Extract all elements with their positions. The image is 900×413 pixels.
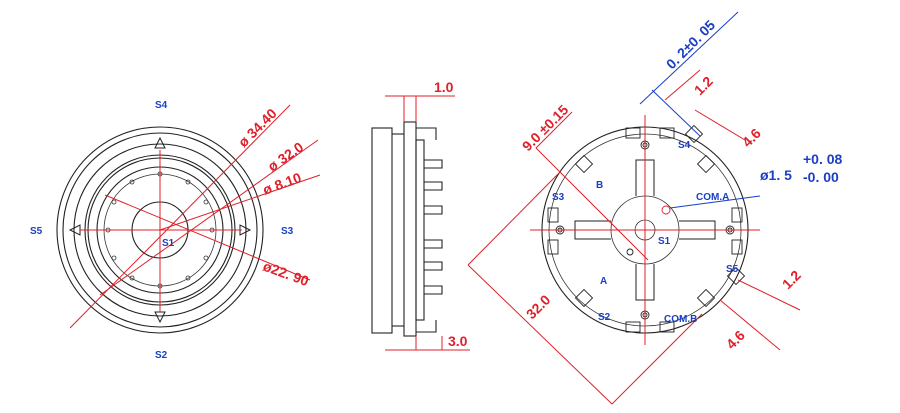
dim-diag: 9.0 ±0.15 (519, 101, 572, 154)
dim-ring-dia: ø22. 90 (261, 258, 311, 289)
label-s1: S1 (162, 238, 175, 249)
back-label-s2: S2 (598, 312, 611, 323)
dim-pad-right: 1.2 (779, 267, 804, 292)
label-s2: S2 (155, 350, 168, 361)
label-s3: S3 (281, 226, 294, 237)
dim-pad-top: 1.2 (691, 73, 716, 98)
back-label-s4: S4 (678, 140, 691, 151)
dim-center-dia: ø 8.10 (261, 169, 304, 198)
label-s4: S4 (155, 100, 168, 111)
dim-offset-line (639, 11, 739, 105)
leader-mid-dia (99, 139, 319, 296)
back-label-s1: S1 (658, 236, 671, 247)
back-label-a: A (600, 276, 607, 287)
back-label-s5: S5 (726, 264, 739, 275)
dim-overall-line (467, 264, 613, 405)
front-view: ø 34.40 ø 32.0 ø 8.10 ø22. 90 S4 S2 S5 S… (30, 100, 321, 361)
side-view-pins (416, 127, 443, 333)
leader-ring-dia (104, 194, 311, 281)
leader-center-dia (159, 174, 321, 231)
dim-offset: 0. 2±0. 05 (663, 17, 718, 72)
dim-hole-tol-minus: -0. 00 (803, 169, 839, 185)
dim-diag-line (535, 147, 649, 261)
back-view-pads (547, 124, 746, 333)
back-label-s3: S3 (552, 192, 565, 203)
dim-side-top: 1.0 (434, 79, 454, 95)
back-view: 32.0 9.0 ±0.15 0. 2±0. 05 1.2 4.6 ø1. 5 … (467, 11, 843, 405)
dim-hole-dia: ø1. 5 (760, 167, 792, 183)
dim-hole-tol-plus: +0. 08 (803, 151, 843, 167)
back-label-com-a: COM.A (696, 192, 729, 203)
dim-side-bottom: 3.0 (448, 333, 468, 349)
back-label-b: B (596, 180, 603, 191)
label-s5: S5 (30, 226, 43, 237)
side-view: 1.0 3.0 (371, 79, 470, 351)
dim-pad-gap-top: 4.6 (739, 125, 764, 150)
dim-pad-gap-bottom: 4.6 (723, 327, 748, 352)
dim-overall: 32.0 (523, 291, 554, 322)
leader-hole-dia (669, 195, 761, 209)
dim-outer-dia: ø 34.40 (235, 105, 280, 150)
back-label-com-b: COM.B (664, 314, 697, 325)
dim-mid-dia: ø 32.0 (265, 138, 307, 174)
